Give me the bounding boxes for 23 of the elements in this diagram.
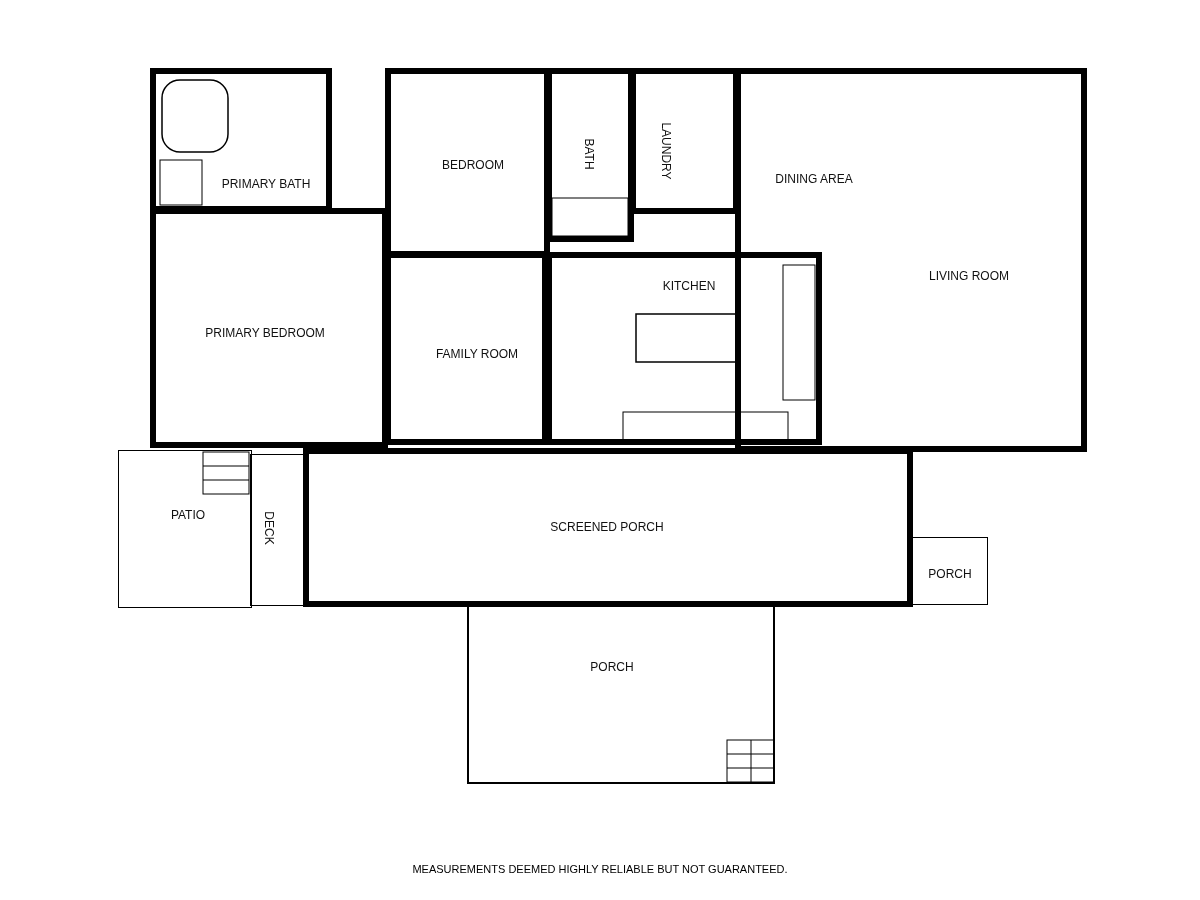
disclaimer-caption: MEASUREMENTS DEEMED HIGHLY RELIABLE BUT NOT GUARANTEED.	[412, 863, 788, 875]
room-outline	[150, 208, 388, 448]
room-outline	[467, 604, 775, 784]
room-outline	[303, 448, 913, 607]
room-label: KITCHEN	[662, 279, 716, 293]
room-label: LAUNDRY	[659, 122, 673, 180]
room-label: DECK	[262, 511, 276, 545]
room-label: PATIO	[170, 508, 206, 522]
room-outline	[735, 68, 1087, 452]
room-label: PORCH	[590, 660, 634, 674]
room-outline	[118, 450, 252, 608]
room-outline	[250, 454, 306, 606]
room-label: BEDROOM	[442, 158, 504, 172]
room-label: SCREENED PORCH	[550, 520, 664, 534]
room-label: DINING AREA	[775, 172, 853, 186]
room-outline	[910, 537, 988, 605]
room-label: LIVING ROOM	[929, 269, 1009, 283]
room-label: PRIMARY BEDROOM	[205, 326, 325, 340]
room-label: BATH	[582, 138, 596, 170]
room-label: FAMILY ROOM	[435, 347, 519, 361]
room-label: PRIMARY BATH	[221, 177, 311, 191]
room-label: PORCH	[928, 567, 972, 581]
room-outline	[546, 252, 822, 445]
